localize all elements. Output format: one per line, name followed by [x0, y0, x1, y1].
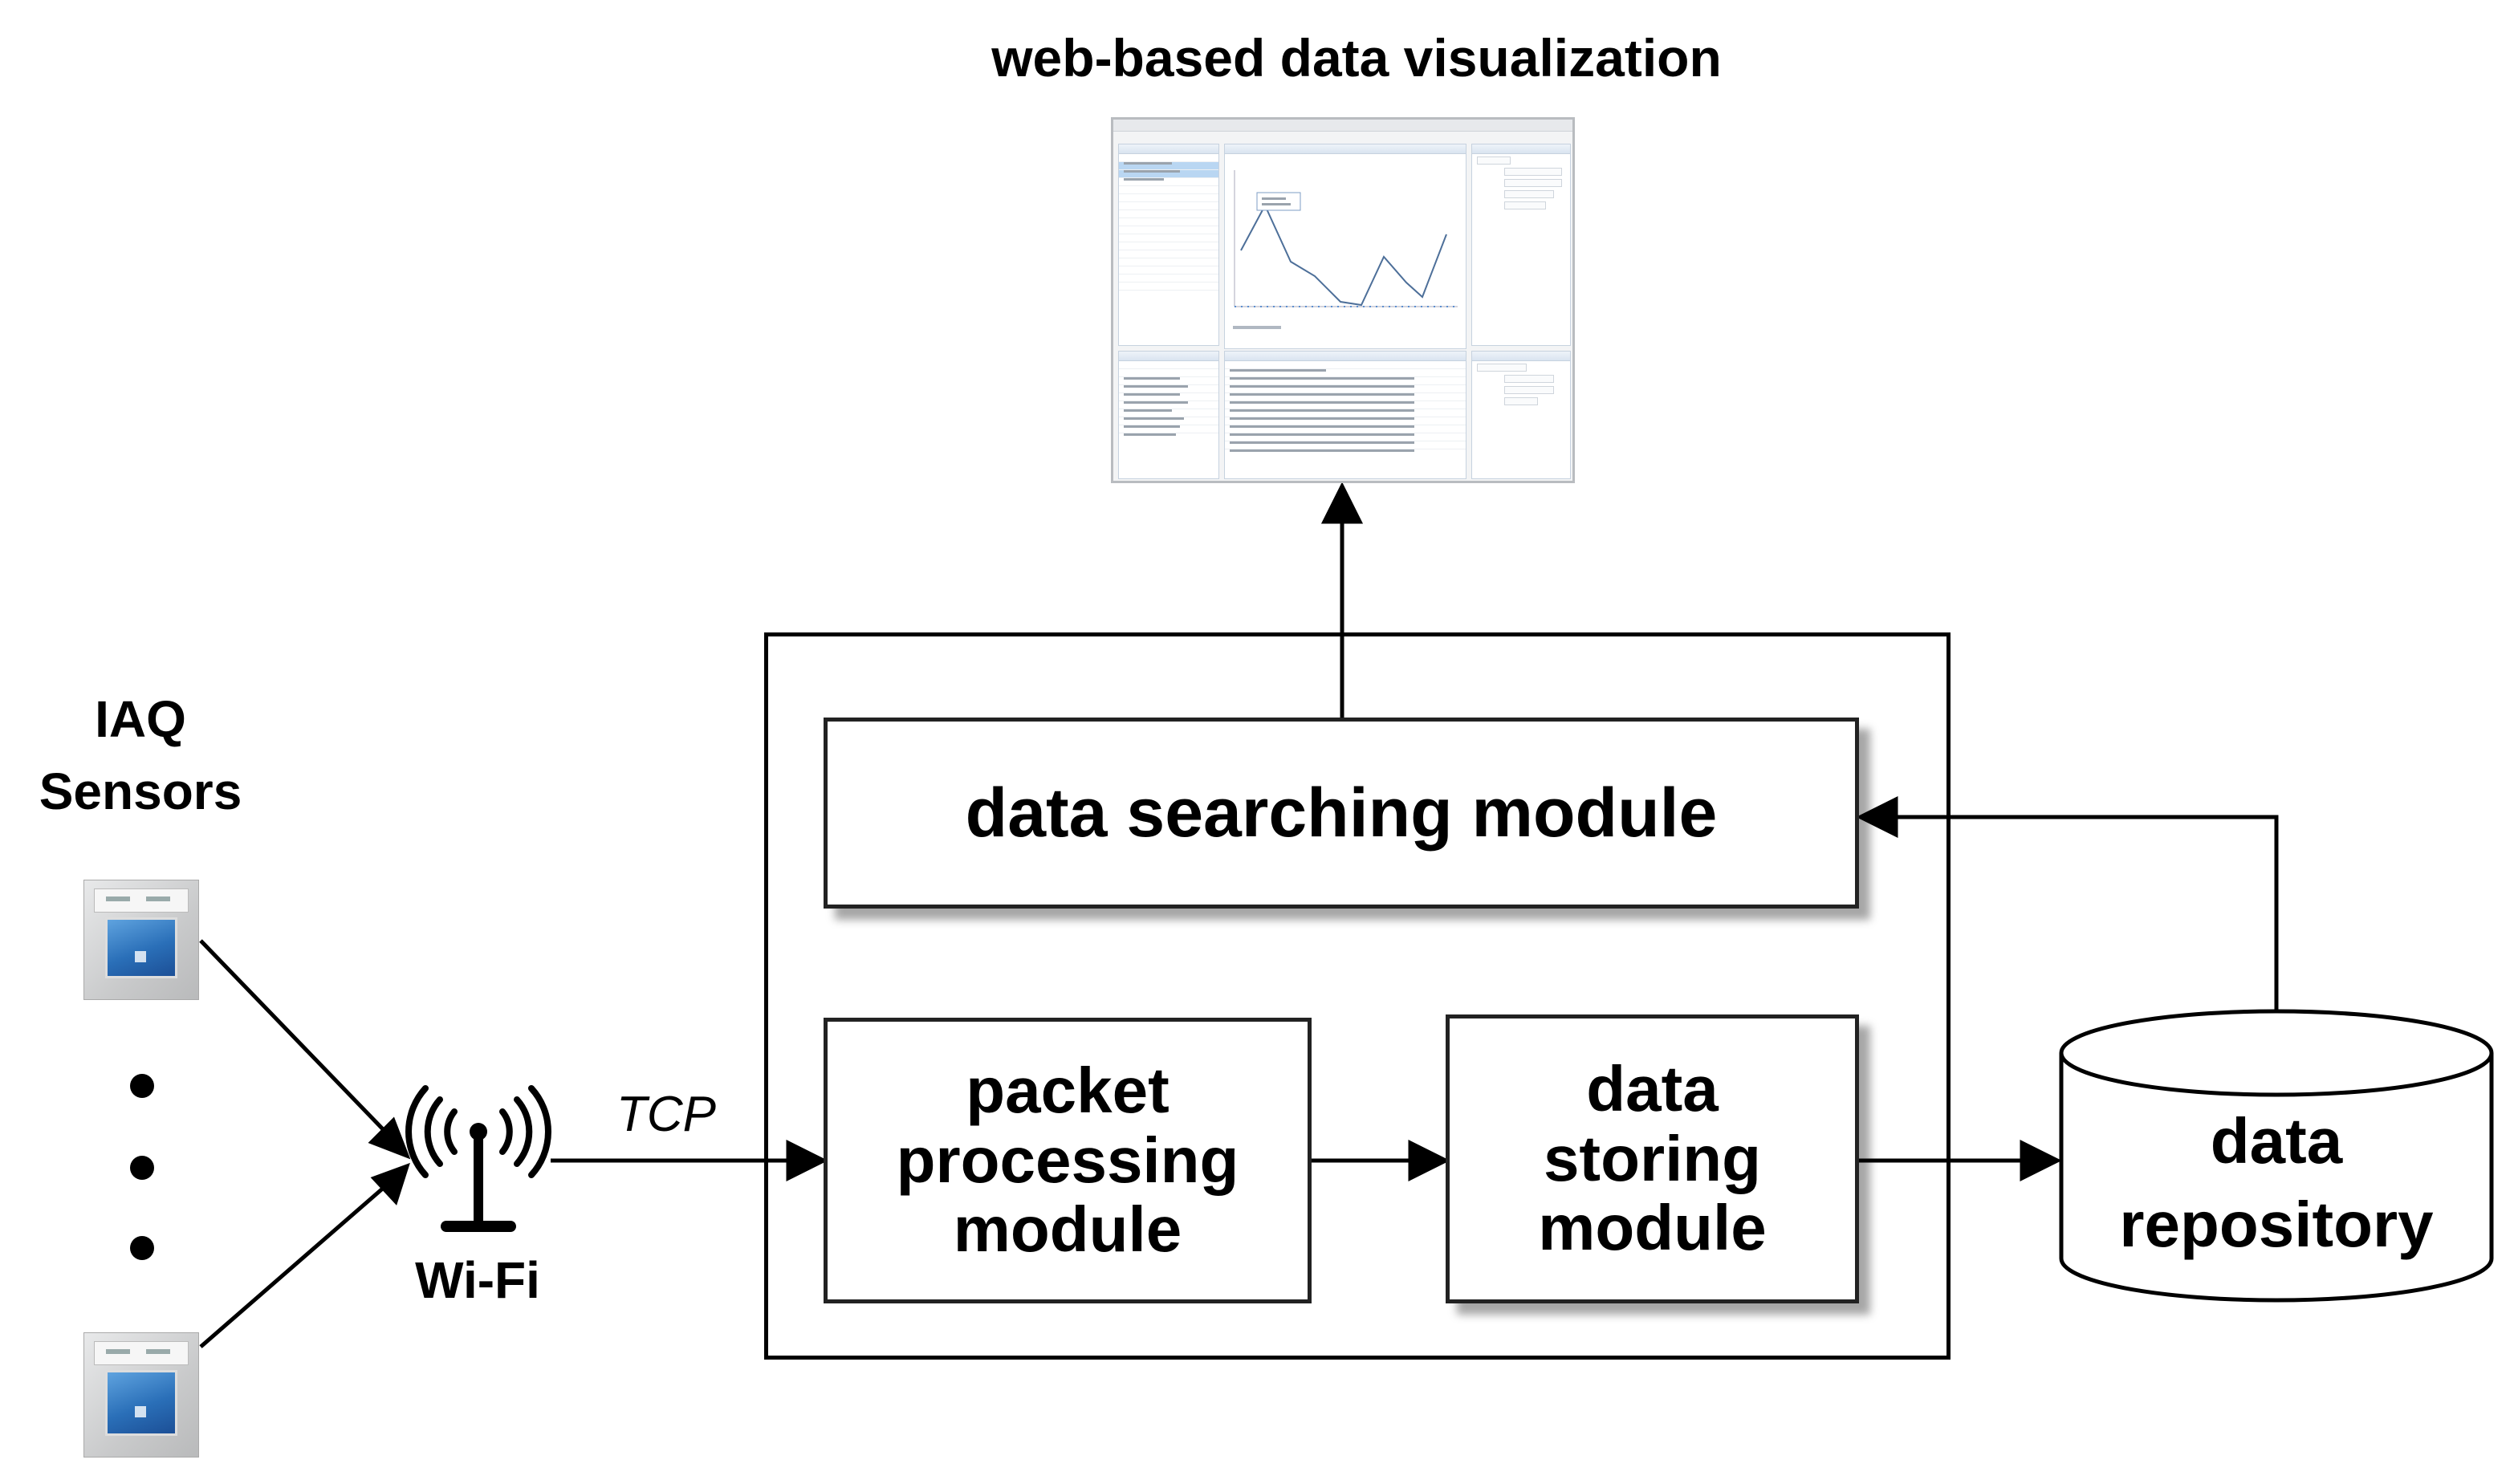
iaq-sensors-label: IAQ Sensors [39, 690, 242, 820]
packet-processing-module[interactable]: packet processing module [824, 1018, 1312, 1303]
data-searching-module[interactable]: data searching module [824, 718, 1859, 909]
packet-to-storing-arrow [1312, 1139, 1450, 1182]
packet-processing-module-label: packet processing module [896, 1055, 1239, 1266]
visualization-title: web-based data visualization [991, 28, 1722, 87]
thumbnail-filter-panel [1471, 144, 1571, 346]
database-cylinder-icon [2059, 1009, 2494, 1303]
sensor-device-icon-bottom [83, 1332, 199, 1458]
thumbnail-titlebar [1113, 120, 1572, 132]
thumbnail-line-chart [1233, 170, 1458, 329]
thumbnail-device-panel [1118, 351, 1219, 479]
thumbnail-chart-panel [1224, 144, 1466, 349]
wifi-label: Wi-Fi [415, 1251, 540, 1309]
data-storing-module[interactable]: data storing module [1446, 1014, 1859, 1303]
wifi-antenna-icon [405, 1085, 551, 1232]
sensor-device-icon-top [83, 880, 199, 1000]
ellipsis-dot-2 [130, 1156, 154, 1180]
data-searching-module-label: data searching module [965, 774, 1718, 852]
repository-to-searching-arrow [1856, 795, 2279, 1014]
ellipsis-dot-1 [130, 1074, 154, 1098]
tcp-label: TCP [616, 1087, 716, 1142]
server-container [764, 632, 1951, 1360]
data-repository-label: data repository [2119, 1105, 2434, 1260]
searching-to-visualization-arrow [1320, 482, 1364, 718]
sensor-to-wifi-arrows [199, 939, 411, 1348]
thumbnail-sensor-list-panel [1118, 144, 1219, 346]
data-storing-module-label: data storing module [1538, 1053, 1767, 1264]
thumbnail-table-panel [1224, 351, 1466, 479]
ellipsis-dot-3 [130, 1236, 154, 1260]
thumbnail-settings-panel [1471, 351, 1571, 479]
tcp-arrow [551, 1139, 828, 1182]
web-dashboard-thumbnail[interactable] [1111, 117, 1575, 483]
storing-to-repository-arrow [1859, 1139, 2062, 1182]
